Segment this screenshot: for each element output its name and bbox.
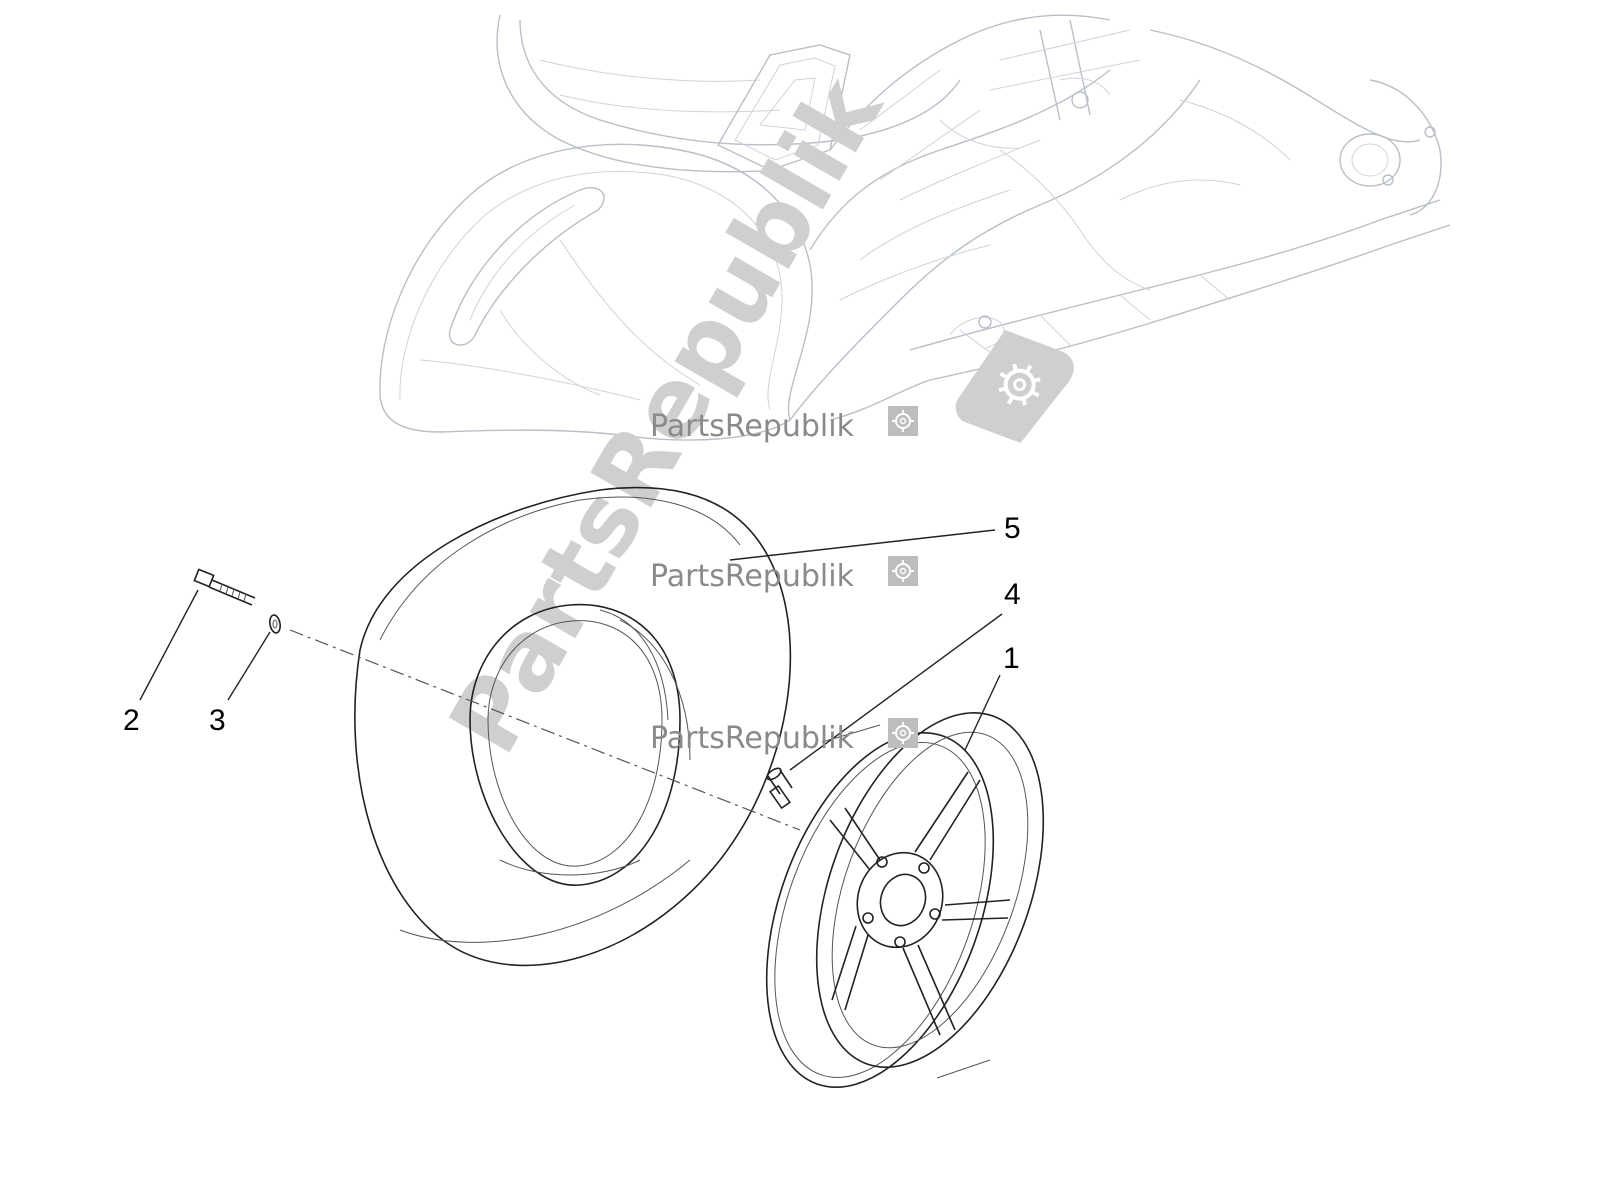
callout-2: 2 [123,704,140,737]
wheel-rim [765,712,1045,1088]
svg-text:PartsRepublik: PartsRepublik [650,721,855,756]
washer [269,614,281,634]
tire [354,486,792,967]
svg-text:PartsRepublik: PartsRepublik [650,559,855,594]
callout-5: 5 [1004,512,1021,545]
scooter-frame-ghost [379,14,1451,441]
callout-1: 1 [1003,642,1020,675]
gear-icon [998,363,1041,406]
callout-3: 3 [209,704,226,737]
valve-stem [766,767,793,810]
leader-lines [139,529,1003,771]
watermark-stamp: PartsRepublik [650,406,918,444]
callout-labels: 1 2 3 4 5 [123,512,1021,737]
watermark-stamp: PartsRepublik [650,556,918,594]
svg-text:PartsRepublik: PartsRepublik [650,409,855,444]
gear-icon [892,410,914,432]
gear-icon [892,722,914,744]
watermark-logo-tag [955,330,1074,443]
gear-icon [892,560,914,582]
screw [193,568,256,606]
assembly-axis [289,629,801,831]
watermark-stamp: PartsRepublik [650,718,918,756]
callout-4: 4 [1004,578,1021,611]
